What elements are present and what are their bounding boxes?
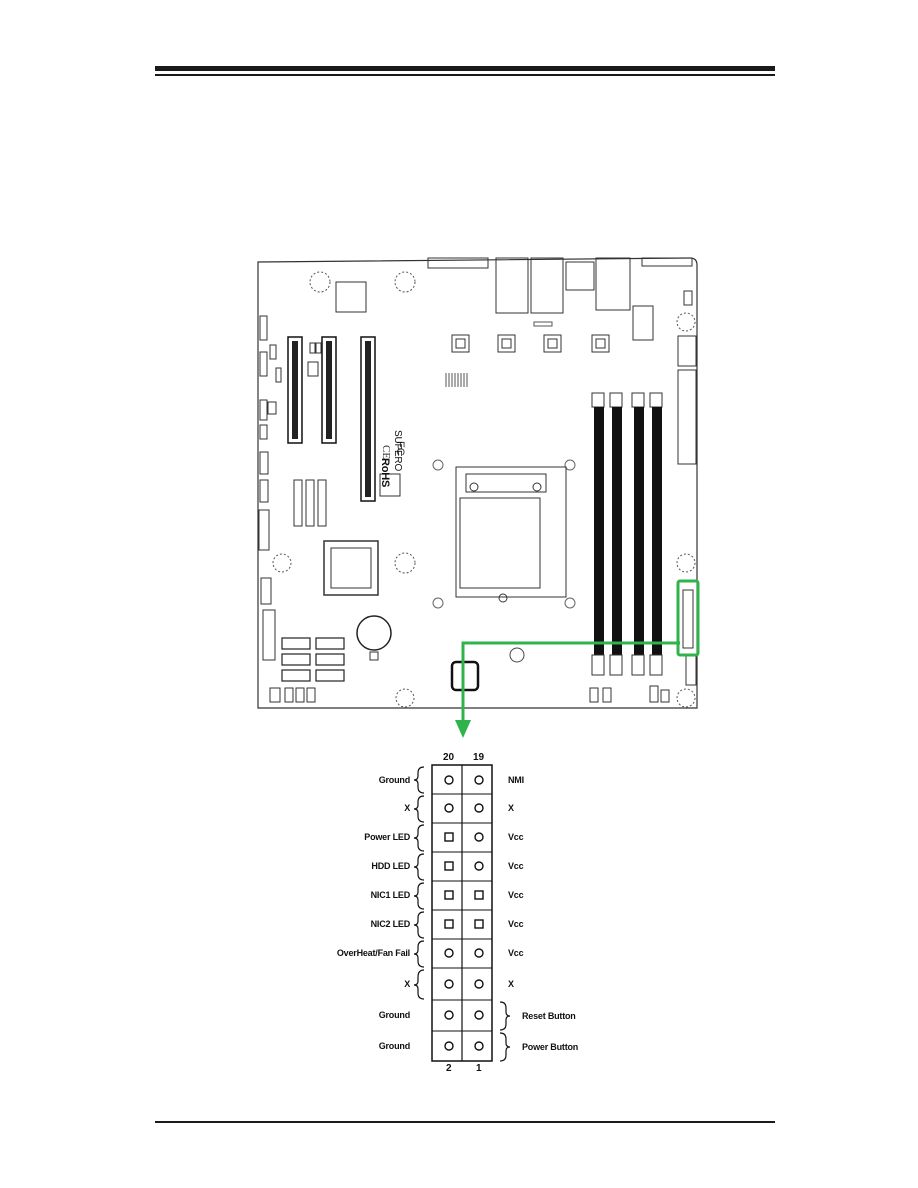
io-usb-lan-1 bbox=[495, 257, 529, 314]
pin-label-left-1: Ground bbox=[378, 775, 410, 785]
pin-label-left-5: NIC1 LED bbox=[370, 890, 411, 900]
chip-bmc bbox=[335, 281, 367, 313]
pin-number-1: 1 bbox=[476, 1063, 482, 1074]
pin-label-right-8: X bbox=[508, 979, 514, 989]
pin-label-right-1: NMI bbox=[508, 775, 524, 785]
pin-label-left-2: X bbox=[404, 803, 410, 813]
jf1-highlight bbox=[676, 579, 700, 657]
pin-label-right-4: Vcc bbox=[508, 861, 524, 871]
io-usb bbox=[565, 261, 595, 291]
small-holes bbox=[432, 459, 576, 609]
pin-label-left-9: Ground bbox=[378, 1010, 410, 1020]
dimm-slots bbox=[591, 392, 663, 676]
io-serial bbox=[595, 257, 631, 311]
header-rule-thick bbox=[155, 66, 775, 71]
jf1-header bbox=[682, 589, 694, 649]
pin-label-left-3: Power LED bbox=[364, 832, 410, 842]
pin-number-20: 20 bbox=[443, 752, 455, 763]
vrm-components bbox=[451, 334, 610, 353]
pin-label-left-6: NIC2 LED bbox=[370, 919, 411, 929]
pin-label-right-2: X bbox=[508, 803, 514, 813]
route-line bbox=[461, 641, 680, 722]
chip-pch bbox=[323, 540, 379, 596]
cmos-battery bbox=[356, 615, 392, 651]
pin-label-right-5: Vcc bbox=[508, 890, 524, 900]
pin-label-left-4: HDD LED bbox=[371, 861, 410, 871]
fan-headers bbox=[269, 685, 670, 703]
heatsink-fins bbox=[445, 373, 468, 387]
footer-rule bbox=[155, 1121, 775, 1123]
reset-button-label: Reset Button bbox=[522, 1011, 576, 1021]
right-braces bbox=[499, 1001, 511, 1062]
chip-small bbox=[379, 473, 401, 497]
pin-number-19: 19 bbox=[473, 752, 485, 763]
header-jpw bbox=[632, 305, 654, 341]
pin-label-right-3: Vcc bbox=[508, 832, 524, 842]
svg-text:CE: CE bbox=[380, 445, 392, 459]
sata-ports bbox=[281, 637, 345, 682]
io-usb-lan-2 bbox=[530, 257, 564, 314]
pin-label-left-7: OverHeat/Fan Fail bbox=[336, 948, 410, 958]
pin-label-left-10: Ground bbox=[378, 1041, 410, 1051]
io-vga bbox=[427, 257, 489, 269]
pin-label-right-7: Vcc bbox=[508, 948, 524, 958]
svg-text:FC: FC bbox=[394, 441, 406, 456]
pcie-slots bbox=[287, 336, 376, 502]
pin-label-right-6: Vcc bbox=[508, 919, 524, 929]
header-rule-thin bbox=[155, 74, 775, 76]
io-com bbox=[641, 257, 693, 267]
left-headers bbox=[258, 315, 327, 661]
pin-label-left-8: X bbox=[404, 979, 410, 989]
route-arrow bbox=[455, 720, 471, 738]
pin-number-2: 2 bbox=[446, 1063, 452, 1074]
mounting-holes bbox=[272, 271, 696, 708]
chip-bios bbox=[450, 660, 480, 692]
power-button-label: Power Button bbox=[522, 1042, 579, 1052]
left-braces bbox=[413, 766, 425, 1000]
cpu-socket bbox=[455, 466, 567, 603]
pins bbox=[444, 775, 484, 1051]
